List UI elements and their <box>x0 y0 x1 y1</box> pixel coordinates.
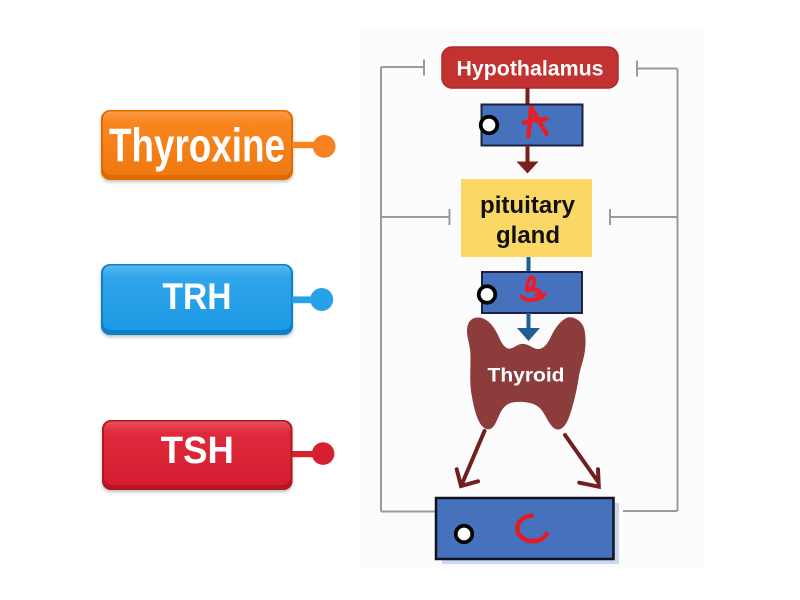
svg-text:pituitary: pituitary <box>480 192 576 219</box>
svg-text:gland: gland <box>496 222 560 249</box>
svg-text:Thyroid: Thyroid <box>488 366 565 387</box>
svg-text:TSH: TSH <box>161 430 234 472</box>
svg-text:Hypothalamus: Hypothalamus <box>457 58 604 81</box>
svg-text:TRH: TRH <box>163 276 232 317</box>
svg-text:Thyroxine: Thyroxine <box>109 118 285 171</box>
